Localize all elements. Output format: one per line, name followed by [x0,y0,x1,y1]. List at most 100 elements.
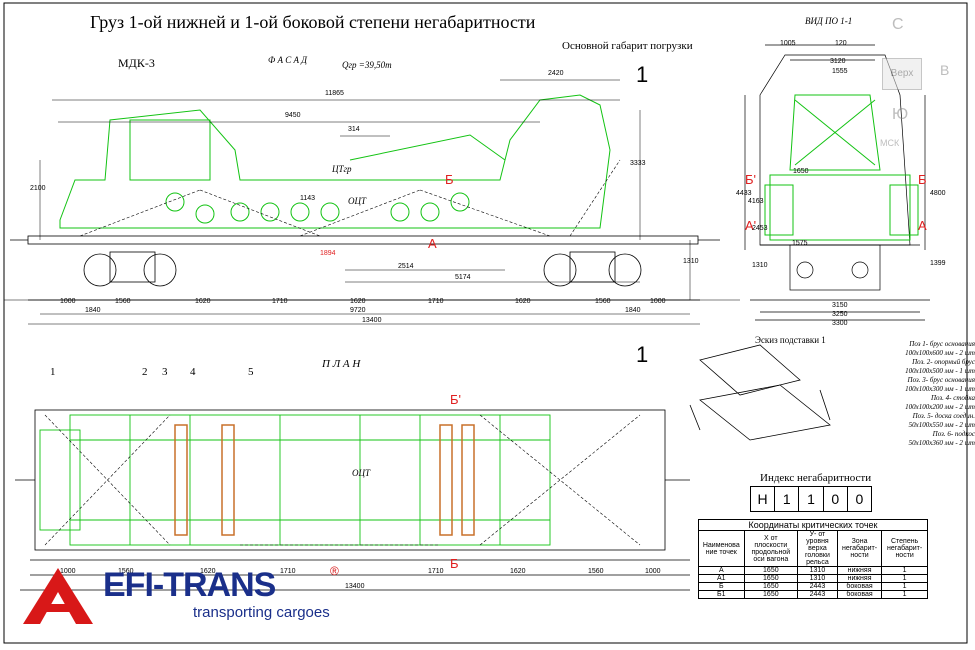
axis-ocr-label: ОЦТ [348,196,367,206]
section-cargo [764,94,919,241]
nav-wcs[interactable]: МСК [880,138,900,148]
index-box: Н 1 1 0 0 [750,486,872,512]
marker-b-section: Б [918,172,927,187]
coords-table: Координаты критических точек Наименова н… [698,519,928,599]
view-label: ВИД ПО 1-1 [805,16,853,26]
pdim-7: 1000 [645,568,661,575]
facade-dim-lines [28,79,700,325]
svdim-1310: 1310 [752,262,768,269]
sdim-1555: 1555 [832,68,848,75]
svdim-4800: 4800 [930,190,946,197]
nav-north[interactable]: С [892,16,904,33]
view-cube[interactable]: С Верх В Ю МСК [880,10,970,160]
dim-9450: 9450 [285,112,301,119]
gabarit-label: Основной габарит погрузки [562,40,693,52]
sdim-1005: 1005 [780,40,796,47]
marker-a-facade: А [428,236,437,251]
dim-b8: 1000 [650,298,666,305]
logo-registered: ® [330,564,339,578]
dim-13400: 13400 [362,317,382,324]
nav-south[interactable]: Ю [892,106,909,123]
marker-a-section: А [918,218,927,233]
index-cell: 0 [824,487,848,511]
coords-header: Зона негабарит- ности [836,530,883,567]
marker-b-plan: Б [450,556,459,571]
sdim-3120: 3120 [830,58,846,65]
vdim-1143: 1143 [300,195,316,202]
dim-2514: 2514 [398,263,414,270]
vdim-1894: 1894 [320,250,336,257]
marker-b1-section: Б' [745,172,757,187]
plan-num-3: 3 [162,366,168,378]
svdim-2453: 2453 [752,225,768,232]
sdim-1650: 1650 [793,168,809,175]
pdim-1: 1560 [118,568,134,575]
dim-b4: 1620 [350,298,366,305]
plan-num-2: 2 [142,366,148,378]
index-cell: 0 [855,491,864,507]
plan-cargo [39,414,551,546]
dim-b5: 1710 [428,298,444,305]
marker-b-facade: Б [445,172,454,187]
dim-2420: 2420 [548,70,564,77]
svdim-1399: 1399 [930,260,946,267]
plan-num-5: 5 [248,366,254,378]
plan-wagon [15,409,690,591]
sdim-120: 120 [835,40,847,47]
cut-mark-bottom: 1 [636,342,649,367]
dim-11865: 11865 [325,90,344,97]
support-sketch [689,344,831,441]
plan-ocr-label: ОЦТ [352,468,371,478]
nav-east[interactable]: В [940,62,950,78]
svdim-4433: 4433 [736,190,752,197]
dim-5174: 5174 [455,274,471,281]
section-view [744,44,930,321]
index-cell: 1 [799,487,824,511]
dim-314: 314 [348,126,360,133]
pdim-13400: 13400 [345,583,365,590]
pdim-4: 1710 [428,568,444,575]
cargo-label: МДК-3 [118,56,155,70]
sdim-3250: 3250 [832,311,848,318]
sdim-3300: 3300 [832,320,848,327]
sketch-label: Эскиз подставки 1 [755,335,826,345]
sdim-3150: 3150 [832,302,848,309]
index-title: Индекс негабаритности [760,472,872,484]
nav-top-face[interactable]: Верх [882,58,922,90]
logo-subtitle: transporting cargoes [193,604,330,621]
cg-cargo-label: ЦТгр [332,164,352,174]
pdim-5: 1620 [510,568,526,575]
svdim-4163: 4163 [748,198,764,205]
pdim-3: 1710 [280,568,296,575]
index-cell: Н [751,487,776,511]
dim-b3: 1710 [272,298,288,305]
dim-9720: 9720 [350,307,366,314]
marker-a1-section: А' [745,218,757,233]
pdim-6: 1560 [588,568,604,575]
dim-1840a: 1840 [85,307,101,314]
coords-header: Наименова ние точек [698,530,745,567]
logo-main-text: EFI-TRANS [103,566,276,604]
index-cell: 1 [775,487,800,511]
pdim-2: 1620 [200,568,216,575]
coords-header: Х от плоскости продольной оси вагона [743,530,799,567]
sdim-1575: 1575 [792,240,808,247]
dim-b6: 1620 [515,298,531,305]
dim-b2: 1620 [195,298,211,305]
cut-mark-top: 1 [636,62,649,87]
vdim-3333: 3333 [630,160,646,167]
plan-lashings [44,414,641,546]
plan-timber [174,424,475,536]
dim-b1: 1560 [115,298,131,305]
facade-cargo [59,94,611,229]
dim-b0: 1000 [60,298,76,305]
facade-lashings [79,159,621,237]
page-title: Груз 1-ой нижней и 1-ой боковой степени … [90,12,536,32]
vdim-2100: 2100 [30,185,46,192]
